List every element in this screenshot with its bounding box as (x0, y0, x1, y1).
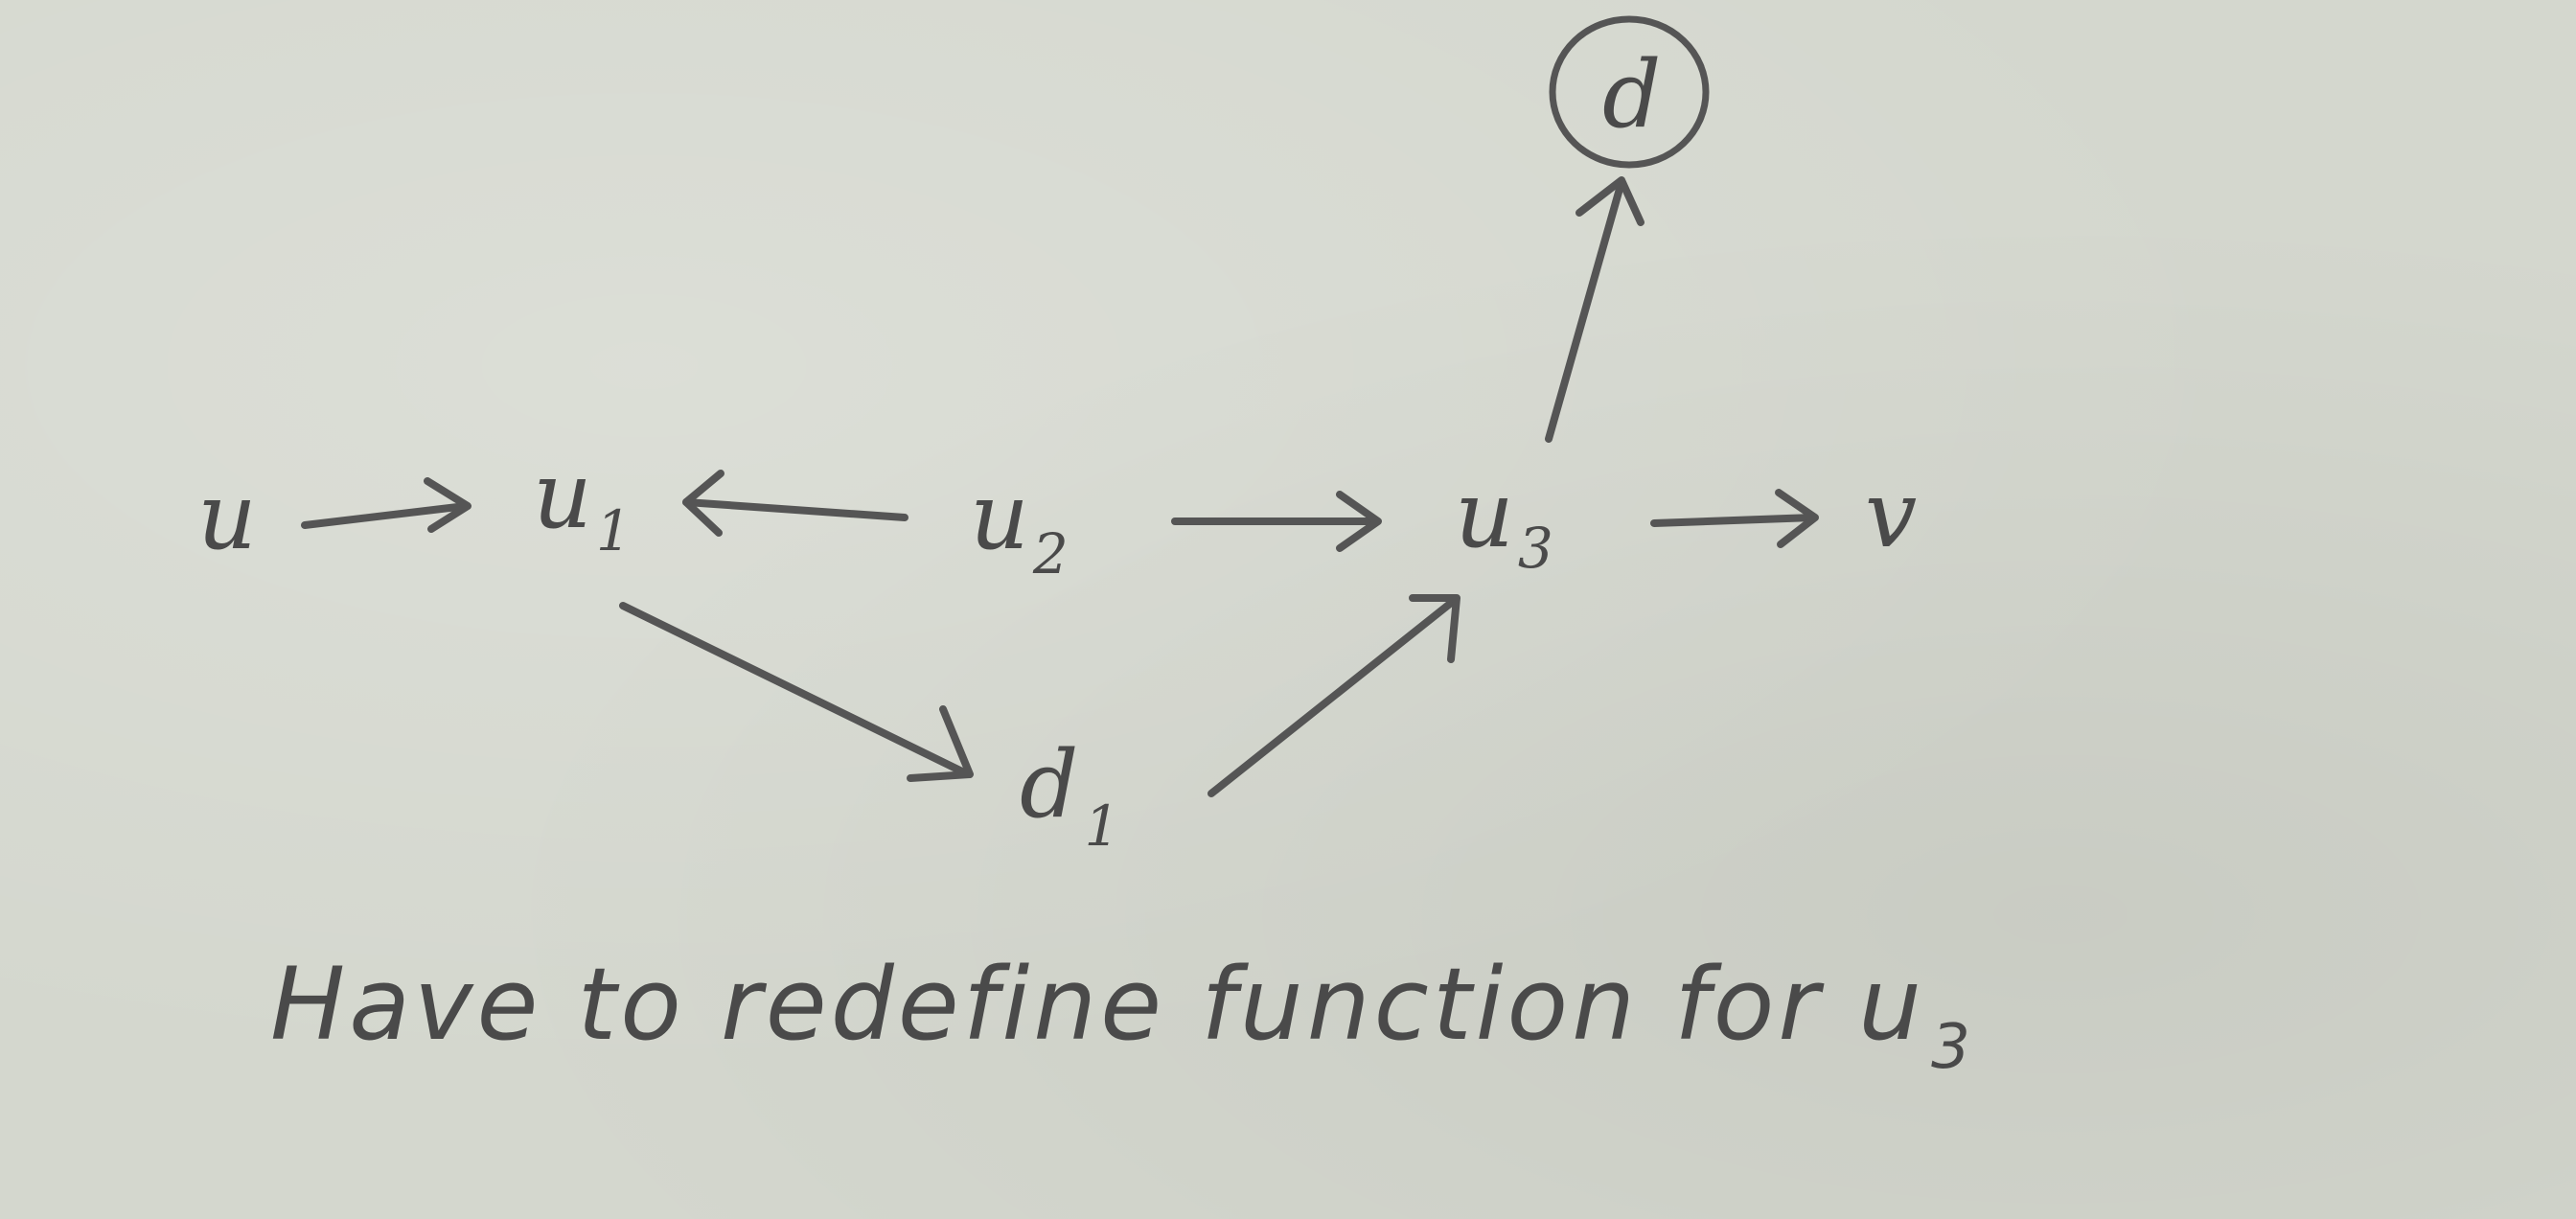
node-d-circle (1549, 15, 1710, 169)
node-d-circled: d (1549, 15, 1710, 169)
note-subscript: 3 (1931, 1012, 1974, 1083)
node-v: v (1865, 461, 1917, 568)
edge-u2-to-u1 (682, 470, 908, 537)
edge-u3-to-v (1650, 489, 1819, 548)
edge-u2-to-u3 (1171, 491, 1382, 552)
edge-d1-to-u3 (1208, 594, 1460, 797)
edge-u3-to-d (1545, 176, 1644, 443)
node-u1: u1 (533, 442, 632, 564)
note-text: Have to redefine function for u3 (270, 946, 1974, 1083)
node-u: u (197, 463, 257, 570)
edge-u1-to-d1 (619, 602, 974, 782)
edge-u-to-u1 (301, 477, 472, 533)
node-u2: u2 (970, 463, 1069, 586)
node-d: d (1602, 41, 1661, 149)
node-u3: u3 (1455, 461, 1553, 581)
note-main: Have to redefine function for u (270, 946, 1925, 1063)
edges (301, 176, 1819, 797)
